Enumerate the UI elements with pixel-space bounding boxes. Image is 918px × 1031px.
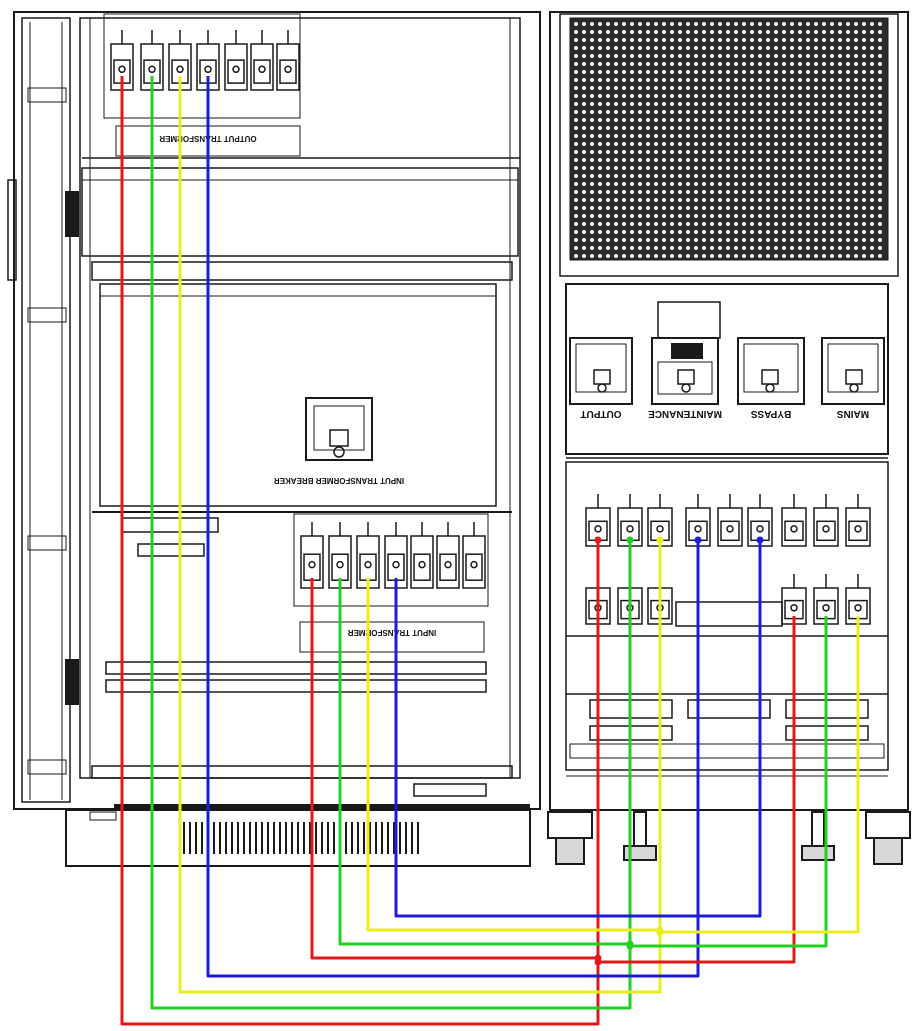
- bypass-switch-label: BYPASS: [750, 408, 791, 419]
- input-transformer-breaker-label: INPUT TRANSFORMER BREAKER: [274, 476, 404, 485]
- output-switch-label: OUTPUT: [580, 408, 621, 419]
- mains-switch-label: MAINS: [837, 408, 870, 419]
- cable-output-transformer-l2: [150, 76, 632, 1010]
- door-hinge-icon: [65, 659, 79, 705]
- output-switch-icon: [569, 337, 633, 405]
- cable-input-transformer-n-terminal-dot: [756, 536, 764, 544]
- caster-wheel-icon: [547, 811, 593, 865]
- transformer-cabinet: [7, 11, 541, 867]
- ups-terminal-lower: [813, 574, 839, 625]
- output-transformer-terminal: [224, 30, 248, 91]
- input-transformer-label: INPUT TRANSFORMER: [348, 628, 437, 637]
- door-hinge-icon: [65, 191, 79, 237]
- cable-input-transformer-l3: [366, 578, 660, 932]
- leveling-foot-icon: [623, 811, 657, 861]
- cable-mains-l1-terminal-dot: [594, 958, 602, 966]
- cable-mains-l3: [660, 616, 860, 934]
- cable-mains-l1: [598, 616, 796, 964]
- input-transformer-breaker-icon: [305, 397, 373, 461]
- input-transformer-terminal: [410, 522, 434, 589]
- cable-output-transformer-n-terminal-dot: [694, 536, 702, 544]
- base-vent-grille: [183, 822, 419, 854]
- maintenance-switch-icon: [651, 337, 719, 405]
- cable-mains-l2: [630, 616, 828, 948]
- maintenance-switch-label: MAINTENANCE: [648, 408, 722, 419]
- mains-switch-icon: [821, 337, 885, 405]
- ups-terminal-upper: [781, 494, 807, 547]
- cable-output-transformer-l2-terminal-dot: [626, 536, 634, 544]
- cable-input-transformer-n: [394, 540, 762, 918]
- ups-terminal-upper: [845, 494, 871, 547]
- cable-mains-l3-terminal-dot: [656, 928, 664, 936]
- bypass-switch-icon: [737, 337, 805, 405]
- cable-input-transformer-l1: [310, 578, 598, 960]
- output-transformer-terminal: [250, 30, 274, 91]
- grille-perforation: [574, 22, 882, 258]
- ventilation-grille: [569, 17, 889, 261]
- input-transformer-terminal: [462, 522, 486, 589]
- cable-input-transformer-l2: [338, 578, 630, 946]
- cable-output-transformer-l3: [178, 76, 662, 994]
- cable-routes: [120, 76, 860, 1026]
- output-transformer-terminal: [276, 30, 300, 91]
- input-transformer-terminal: [436, 522, 460, 589]
- neutral-busbar: [675, 601, 783, 627]
- caster-wheel-icon: [865, 811, 911, 865]
- ups-cabinet: [547, 11, 911, 865]
- ups-terminal-upper: [717, 494, 743, 547]
- cable-output-transformer-l3-terminal-dot: [656, 536, 664, 544]
- cable-output-transformer-n: [206, 76, 700, 978]
- leveling-foot-icon: [801, 811, 835, 861]
- cable-mains-l2-terminal-dot: [626, 942, 634, 950]
- cable-output-transformer-l1: [120, 76, 600, 1026]
- ups-terminal-upper: [813, 494, 839, 547]
- cable-output-transformer-l1-terminal-dot: [594, 536, 602, 544]
